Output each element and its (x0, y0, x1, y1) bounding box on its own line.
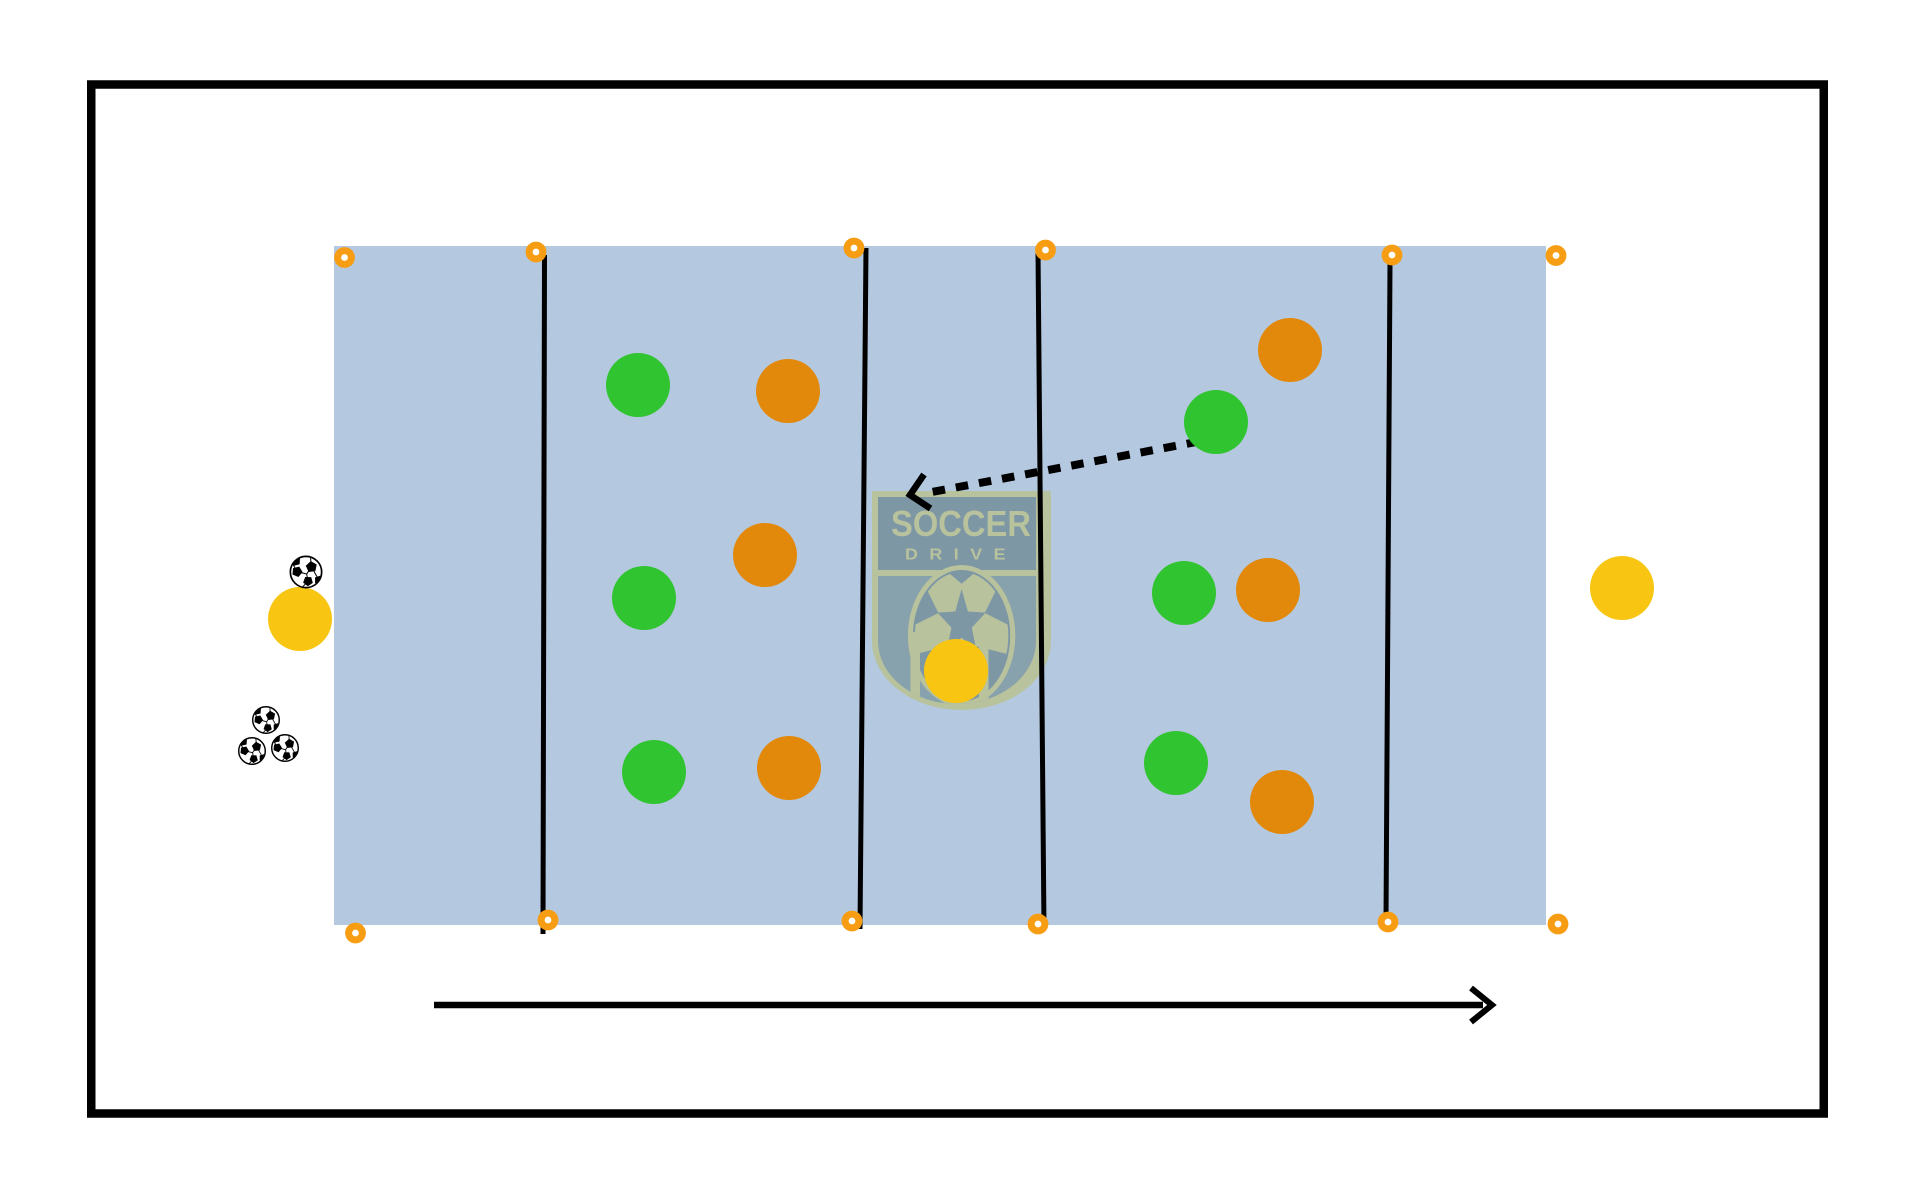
svg-text:SOCCER: SOCCER (891, 503, 1031, 544)
svg-text:DRIVE: DRIVE (905, 547, 1017, 564)
